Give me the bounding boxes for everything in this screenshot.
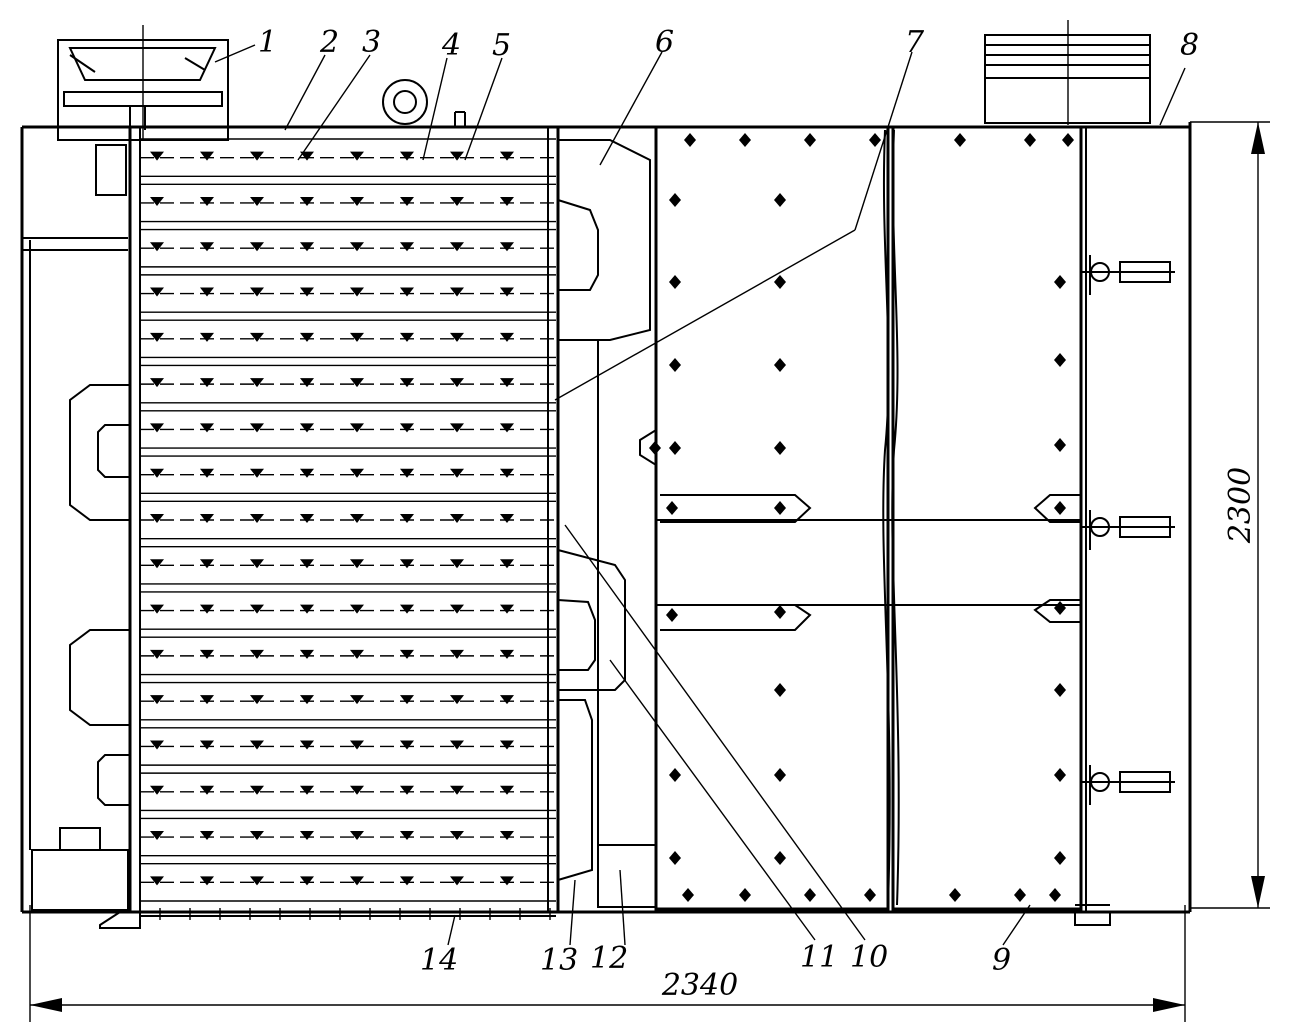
bolt-mark (774, 358, 786, 372)
bolt-mark (669, 768, 681, 782)
tube-row (140, 545, 556, 585)
bolt-mark (1054, 353, 1066, 367)
tube-row (140, 364, 556, 404)
base-rail (99, 908, 556, 929)
bolt-mark (1024, 133, 1036, 147)
tube-row (140, 681, 556, 721)
callout-7: 7 (905, 25, 925, 60)
callout-10: 10 (850, 940, 888, 975)
callout-3: 3 (362, 25, 381, 60)
bolt-mark (739, 133, 751, 147)
tube-row (140, 817, 556, 857)
callout-1: 1 (258, 25, 277, 60)
bolt-mark (669, 275, 681, 289)
tube-row (140, 636, 556, 676)
bolt-mark (864, 888, 876, 902)
bolt-mark (669, 441, 681, 455)
tube-row (140, 500, 556, 540)
height-dimension-label: 2300 (1223, 467, 1258, 544)
bolt-mark (669, 193, 681, 207)
tube-row (140, 319, 556, 359)
callout-13: 13 (540, 943, 578, 978)
bolt-mark (1054, 501, 1066, 515)
bolt-mark (1054, 851, 1066, 865)
right-return-bends (557, 139, 657, 908)
panel-bolts (649, 133, 1074, 902)
width-dimension-label: 2340 (661, 968, 738, 1003)
bolt-mark (1054, 601, 1066, 615)
tube-row (140, 591, 556, 630)
tube-row (140, 863, 556, 902)
bolt-mark (804, 133, 816, 147)
bolt-mark (1054, 768, 1066, 782)
left-return-bends (69, 384, 130, 806)
bolt-mark (649, 441, 661, 455)
bolt-mark (774, 683, 786, 697)
callout-2: 2 (319, 25, 339, 60)
bolt-mark (774, 851, 786, 865)
bolt-mark (1014, 888, 1026, 902)
bolt-mark (1062, 133, 1074, 147)
outer-casing (20, 122, 1192, 914)
callout-6: 6 (655, 25, 674, 60)
tube-row (140, 183, 556, 223)
bolt-mark (774, 275, 786, 289)
callout-12: 12 (590, 941, 628, 976)
callout-8: 8 (1180, 28, 1199, 63)
dimension-height (1190, 121, 1270, 909)
bolt-mark (669, 358, 681, 372)
bolt-mark (774, 768, 786, 782)
bolt-mark (1054, 275, 1066, 289)
bolt-mark (739, 888, 751, 902)
bolt-mark (682, 888, 694, 902)
tube-row (140, 772, 556, 812)
bolt-mark (1054, 438, 1066, 452)
lifting-eye (382, 79, 466, 128)
bolt-mark (804, 888, 816, 902)
callout-14: 14 (420, 943, 458, 978)
door-latches (1080, 255, 1175, 805)
callout-9: 9 (992, 943, 1011, 978)
callout-11: 11 (800, 940, 838, 975)
bolt-mark (684, 133, 696, 147)
dimension-width (29, 905, 1186, 1022)
bolt-mark (774, 193, 786, 207)
tube-row (140, 138, 556, 177)
bolt-mark (774, 441, 786, 455)
bolt-mark (666, 501, 678, 515)
bolt-mark (1049, 888, 1061, 902)
tube-row (140, 274, 556, 313)
bolt-mark (954, 133, 966, 147)
callout-5: 5 (492, 28, 511, 63)
access-panels (639, 125, 1111, 926)
bolt-mark (666, 608, 678, 622)
tube-row (140, 727, 556, 766)
tube-rows (140, 138, 556, 902)
bolt-mark (774, 605, 786, 619)
leader-lines (214, 44, 1186, 946)
outlet-nozzle (984, 20, 1151, 125)
tube-row (140, 228, 556, 268)
bolt-mark (774, 501, 786, 515)
bolt-mark (869, 133, 881, 147)
bolt-mark (1054, 683, 1066, 697)
tube-row (140, 455, 556, 495)
callout-4: 4 (441, 28, 461, 63)
tube-row (140, 410, 556, 449)
bolt-mark (949, 888, 961, 902)
inlet-nozzle (57, 25, 229, 141)
bolt-mark (669, 851, 681, 865)
